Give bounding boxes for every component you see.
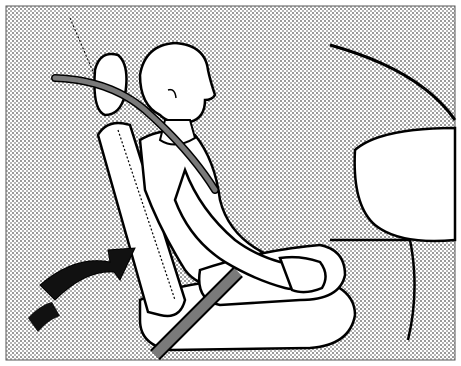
- illustration-canvas: [0, 0, 461, 366]
- seat-belt-illustration: [0, 0, 461, 366]
